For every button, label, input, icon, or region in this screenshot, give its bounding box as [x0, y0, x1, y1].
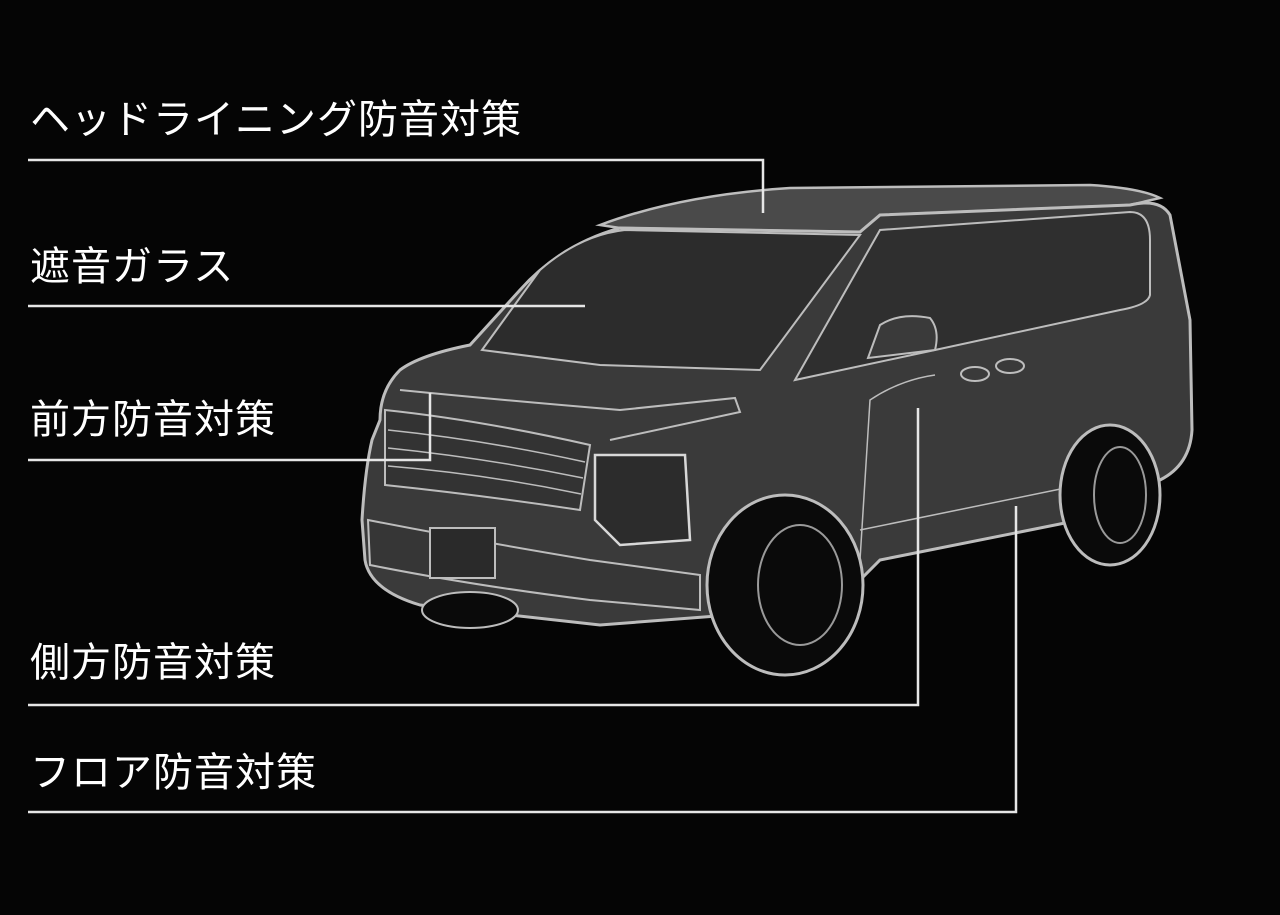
grille-slat-2 — [387, 447, 584, 479]
windshield — [480, 228, 862, 372]
label-floor: フロア防音対策 — [30, 750, 317, 796]
label-headlining: ヘッドライニング防音対策 — [30, 97, 522, 143]
front-wheel-rim — [757, 524, 843, 646]
leader-front — [28, 393, 432, 462]
headlight — [593, 453, 692, 547]
side-mirror — [866, 315, 938, 360]
hood-line — [399, 389, 742, 441]
grille-slat-3 — [387, 465, 582, 495]
door-handle-2 — [995, 358, 1025, 374]
grille-slat-1 — [387, 429, 586, 463]
sill-line — [859, 484, 1081, 531]
leader-floor — [28, 506, 1018, 814]
front-wheel — [705, 493, 865, 677]
leader-side — [28, 408, 920, 707]
label-front: 前方防音対策 — [30, 397, 276, 443]
door-handle-1 — [960, 366, 990, 382]
van-roof — [595, 183, 1164, 234]
rear-wheel-rim — [1093, 446, 1147, 544]
leader-headlining — [28, 158, 765, 213]
label-side: 側方防音対策 — [30, 640, 276, 686]
door-line — [859, 374, 936, 561]
rear-wheel — [1058, 423, 1162, 567]
front-left-wheel — [421, 591, 519, 629]
label-glass: 遮音ガラス — [30, 244, 235, 290]
license-plate — [429, 527, 496, 579]
